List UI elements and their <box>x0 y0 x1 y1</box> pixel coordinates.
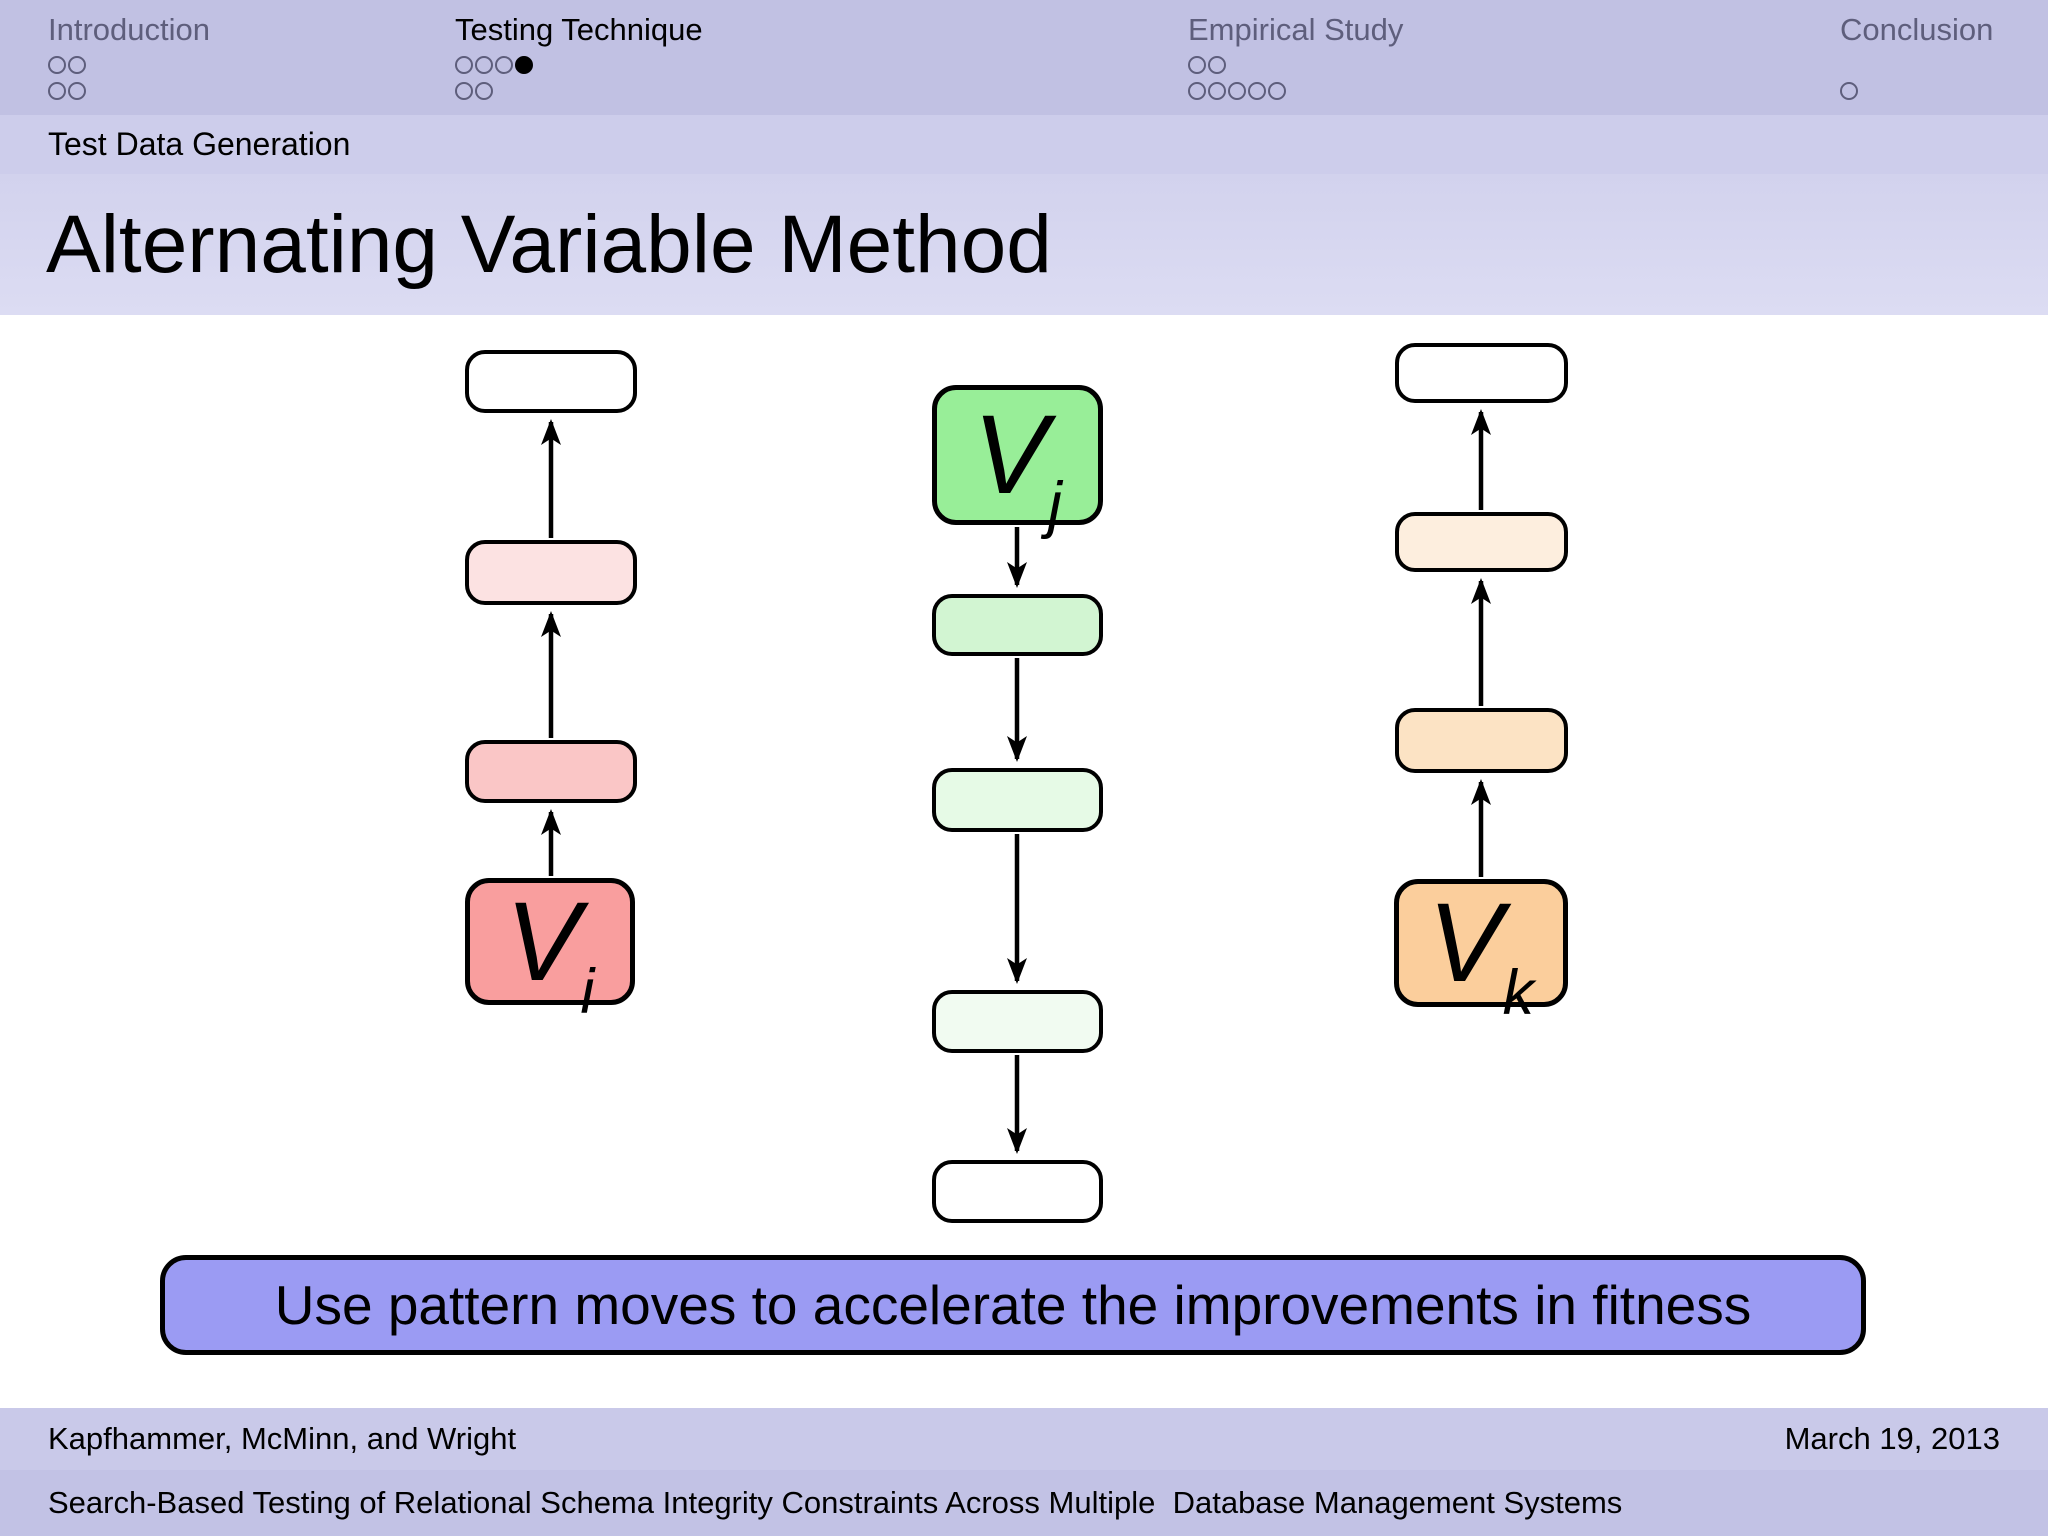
nav-section-empirical-study[interactable]: Empirical Study <box>1188 12 1403 108</box>
nav-section-conclusion[interactable]: Conclusion <box>1840 12 1993 108</box>
slide-dot-icon[interactable] <box>455 82 473 100</box>
slide-dot-row <box>455 82 703 100</box>
node-middle-3 <box>932 768 1103 832</box>
navigation-bar: Introduction Testing Technique Empirical… <box>0 0 2048 115</box>
slide-dot-icon[interactable] <box>1208 82 1226 100</box>
node-left-2 <box>465 540 637 605</box>
slide-title: Alternating Variable Method <box>46 198 1052 290</box>
subsection-bar: Test Data Generation <box>0 115 2048 174</box>
slide-dot-icon[interactable] <box>1840 82 1858 100</box>
vk-label: Vk <box>1427 880 1535 1029</box>
slide-dot-icon[interactable] <box>68 56 86 74</box>
footer-authors: Kapfhammer, McMinn, and Wright <box>48 1421 517 1456</box>
slide-dot-icon[interactable] <box>495 56 513 74</box>
slide-dot-icon[interactable] <box>1208 56 1226 74</box>
footer-paper-title: Search-Based Testing of Relational Schem… <box>48 1485 1623 1520</box>
vi-label: Vi <box>505 878 595 1027</box>
node-middle-4 <box>932 990 1103 1053</box>
slide-dot-row <box>48 82 210 100</box>
nav-section-introduction[interactable]: Introduction <box>48 12 210 108</box>
nav-section-label[interactable]: Conclusion <box>1840 12 1994 47</box>
node-right-3 <box>1395 708 1568 773</box>
slide-dot-icon[interactable] <box>455 56 473 74</box>
slide-dot-icon[interactable] <box>1188 82 1206 100</box>
node-middle-bottom <box>932 1160 1103 1223</box>
nav-section-label[interactable]: Testing Technique <box>455 12 703 47</box>
slide-dot-icon[interactable] <box>1228 82 1246 100</box>
nav-section-testing-technique[interactable]: Testing Technique <box>455 12 703 108</box>
footer-date: March 19, 2013 <box>1784 1421 2000 1456</box>
banner-text: Use pattern moves to accelerate the impr… <box>274 1274 1752 1336</box>
slide-dot-icon[interactable] <box>68 82 86 100</box>
slide-dot-icon[interactable] <box>515 56 533 74</box>
node-vi: Vi <box>465 878 635 1027</box>
slide-dot-icon[interactable] <box>48 56 66 74</box>
footer-title-bar: Search-Based Testing of Relational Schem… <box>0 1470 2048 1536</box>
nav-section-label[interactable]: Introduction <box>48 12 210 47</box>
node-left-top <box>465 350 637 413</box>
nav-section-label[interactable]: Empirical Study <box>1188 12 1404 47</box>
callout-banner: Use pattern moves to accelerate the impr… <box>160 1255 1866 1355</box>
slide-dot-icon[interactable] <box>1268 82 1286 100</box>
node-right-top <box>1395 343 1568 403</box>
node-middle-2 <box>932 594 1103 656</box>
slide-dot-row <box>1840 82 1993 100</box>
slide-dot-row <box>455 56 703 74</box>
slide-dot-row <box>1188 82 1403 100</box>
node-left-3 <box>465 740 637 803</box>
slide-dot-icon[interactable] <box>1248 82 1266 100</box>
slide-dot-row <box>1840 56 1993 74</box>
subsection-title: Test Data Generation <box>48 126 351 162</box>
slide-dot-icon[interactable] <box>475 82 493 100</box>
footer-authors-bar: Kapfhammer, McMinn, and Wright March 19,… <box>0 1408 2048 1470</box>
node-right-2 <box>1395 512 1568 572</box>
slide-dot-icon[interactable] <box>1188 56 1206 74</box>
slide-dot-icon[interactable] <box>475 56 493 74</box>
vj-label: Vj <box>973 392 1062 541</box>
slide-dot-row <box>48 56 210 74</box>
node-vk: Vk <box>1394 879 1568 1029</box>
slide-dot-icon[interactable] <box>48 82 66 100</box>
title-band: Alternating Variable Method <box>0 174 2048 315</box>
node-vj: Vj <box>932 385 1103 541</box>
slide-dot-row <box>1188 56 1403 74</box>
